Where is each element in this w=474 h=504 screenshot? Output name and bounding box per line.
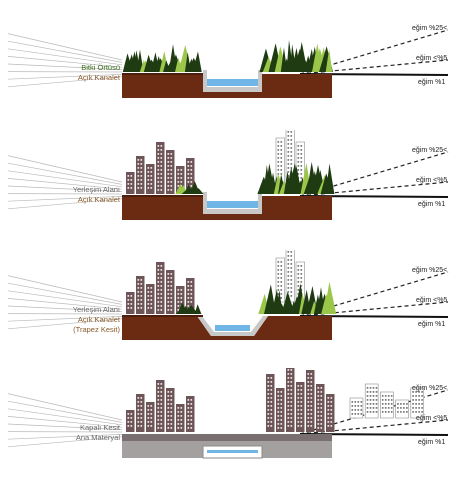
vegetation [257, 161, 335, 194]
slope-label: eğim %1 [418, 439, 445, 446]
slope-label: eğim %25< [412, 267, 447, 274]
slope-label: eğim <%5 [416, 177, 447, 184]
building [156, 142, 165, 194]
channel-lining [203, 192, 262, 214]
slope-label: eğim %1 [418, 79, 445, 86]
ground-line [122, 195, 203, 197]
building [349, 397, 364, 419]
vegetation [175, 181, 204, 194]
building [166, 270, 175, 314]
building [295, 141, 305, 183]
channel-lining [203, 70, 262, 92]
building [275, 137, 285, 183]
building [166, 150, 175, 194]
building [126, 410, 135, 432]
right-labels: eğim %25< eğim <%5 eğim %1 [412, 267, 447, 328]
right-labels: eğim %25< eğim <%5 eğim %1 [412, 147, 447, 208]
settlement [266, 368, 335, 432]
building [166, 388, 175, 432]
building [146, 402, 155, 432]
vegetation [122, 44, 202, 72]
slope-label: eğim %25< [412, 385, 447, 392]
right-labels: eğim %25< eğim <%5 eğim %1 [412, 385, 447, 446]
closed-section-slab [122, 434, 332, 441]
side-label: Bitki Örtüsü [81, 63, 120, 72]
water [207, 201, 258, 208]
slope-label: eğim %25< [412, 25, 447, 32]
building [156, 262, 165, 314]
building [136, 394, 145, 432]
soil [122, 196, 332, 220]
left-rays [7, 393, 123, 448]
building [266, 374, 275, 432]
soil [122, 316, 332, 340]
building [136, 276, 145, 314]
side-label: Açık Kanalet [78, 73, 121, 82]
slope-label: eğim <%5 [416, 415, 447, 422]
building [176, 404, 185, 432]
slope-label: eğim <%5 [416, 297, 447, 304]
vegetation [175, 302, 202, 314]
building [316, 384, 325, 432]
ground-line [122, 73, 203, 75]
side-label: Açık Kanalet [78, 315, 121, 324]
settlement [349, 383, 425, 419]
building [380, 391, 394, 419]
slope-label: eğim <%5 [416, 55, 447, 62]
building [296, 382, 305, 432]
channel-lining [197, 316, 268, 336]
building [364, 383, 379, 419]
soil [122, 74, 332, 98]
building [126, 292, 135, 314]
side-label: Açık Kanalet [78, 195, 121, 204]
settlement [126, 380, 195, 432]
building [146, 284, 155, 314]
left-rays [7, 33, 123, 88]
building [306, 370, 315, 432]
water [207, 450, 258, 453]
building [326, 394, 335, 432]
side-label: Kapalı Kesit [80, 423, 121, 432]
building [395, 399, 409, 419]
building [136, 156, 145, 194]
side-label: Ana Materyal [76, 433, 121, 442]
right-labels: eğim %25< eğim <%5 eğim %1 [412, 25, 447, 86]
side-label: Yerleşim Alanı [73, 305, 120, 314]
building [156, 380, 165, 432]
building [146, 164, 155, 194]
building [126, 172, 135, 194]
slope-label: eğim %25< [412, 147, 447, 154]
building [276, 388, 285, 432]
building [275, 257, 285, 303]
vegetation [258, 281, 337, 314]
building [186, 396, 195, 432]
ground-line [122, 315, 203, 317]
vegetation [259, 39, 333, 72]
left-rays [7, 275, 123, 330]
water [215, 325, 250, 331]
water [207, 79, 258, 86]
settlement [126, 142, 195, 194]
building [286, 368, 295, 432]
side-label: (Trapez Kesit) [73, 325, 120, 334]
side-label: Yerleşim Alanı [73, 185, 120, 194]
building [410, 387, 425, 419]
settlement [126, 262, 195, 314]
left-rays [7, 155, 123, 210]
slope-label: eğim %1 [418, 321, 445, 328]
slope-label: eğim %1 [418, 201, 445, 208]
